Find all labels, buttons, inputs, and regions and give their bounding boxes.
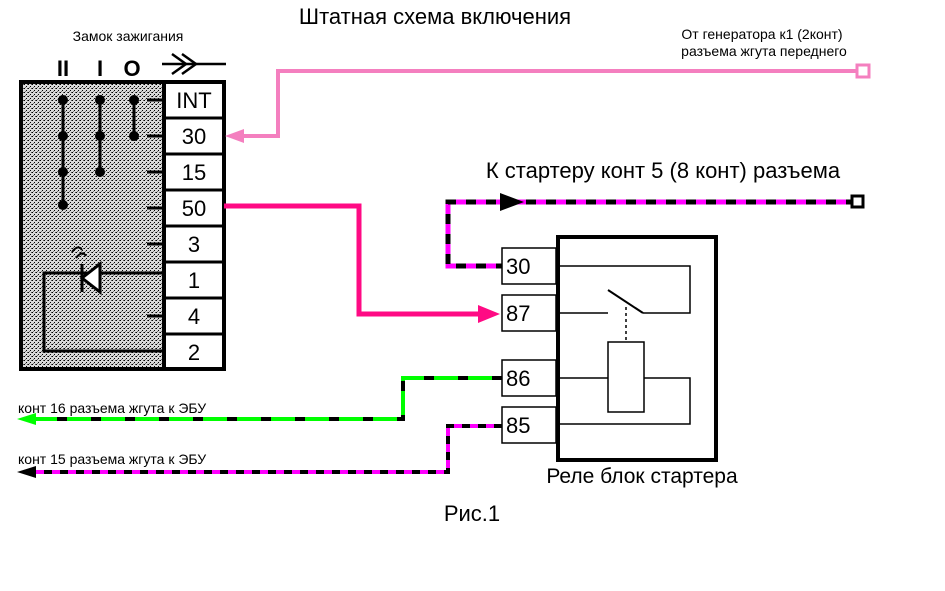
position-label-o: O bbox=[123, 56, 140, 81]
starter-wire bbox=[445, 193, 865, 269]
relay-pin-86: 86 bbox=[506, 366, 530, 391]
arrow-left-icon bbox=[17, 413, 36, 425]
terminal-15: 15 bbox=[182, 160, 206, 185]
ecu-16-note: конт 16 разъема жгута к ЭБУ bbox=[18, 400, 206, 416]
terminal-3: 3 bbox=[188, 232, 200, 257]
connector-end-icon bbox=[850, 194, 865, 209]
terminal-1: 1 bbox=[188, 268, 200, 293]
terminal-50: 50 bbox=[182, 196, 206, 221]
ignition-switch-body bbox=[19, 80, 226, 371]
start-wire bbox=[224, 203, 500, 323]
position-label-ii: II bbox=[57, 56, 69, 81]
terminal-2: 2 bbox=[188, 340, 200, 365]
terminal-30: 30 bbox=[182, 124, 206, 149]
violet-wire bbox=[17, 424, 502, 478]
green-wire bbox=[17, 376, 502, 425]
relay-pin-87: 87 bbox=[506, 301, 530, 326]
ecu-15-note: конт 15 разъема жгута к ЭБУ bbox=[18, 451, 206, 467]
arrow-right-icon bbox=[478, 305, 500, 323]
diagram-title: Штатная схема включения bbox=[299, 4, 571, 29]
generator-note-line2: разъема жгута переднего bbox=[681, 43, 847, 59]
relay-pin-30: 30 bbox=[506, 254, 530, 279]
arrow-left-icon bbox=[17, 466, 36, 478]
arrow-left-icon bbox=[225, 129, 244, 143]
generator-wire bbox=[225, 63, 871, 143]
connector-symbol-icon bbox=[162, 52, 226, 76]
ignition-switch-label: Замок зажигания bbox=[73, 28, 184, 44]
starter-note: К стартеру конт 5 (8 конт) разъема bbox=[486, 158, 841, 183]
relay-contact-switch bbox=[607, 289, 644, 314]
arrow-right-icon bbox=[500, 193, 524, 211]
relay-pin-85: 85 bbox=[506, 413, 530, 438]
led-diode-icon bbox=[71, 246, 102, 296]
connector-end-icon bbox=[855, 63, 871, 79]
figure-caption: Рис.1 bbox=[444, 501, 500, 526]
relay-label: Реле блок стартера bbox=[546, 465, 738, 488]
position-label-i: I bbox=[97, 56, 103, 81]
terminal-4: 4 bbox=[188, 304, 200, 329]
terminal-int: INT bbox=[176, 88, 211, 113]
starter-relay bbox=[501, 235, 718, 462]
generator-note-line1: От генератора к1 (2конт) bbox=[681, 26, 842, 42]
relay-coil bbox=[607, 341, 645, 413]
